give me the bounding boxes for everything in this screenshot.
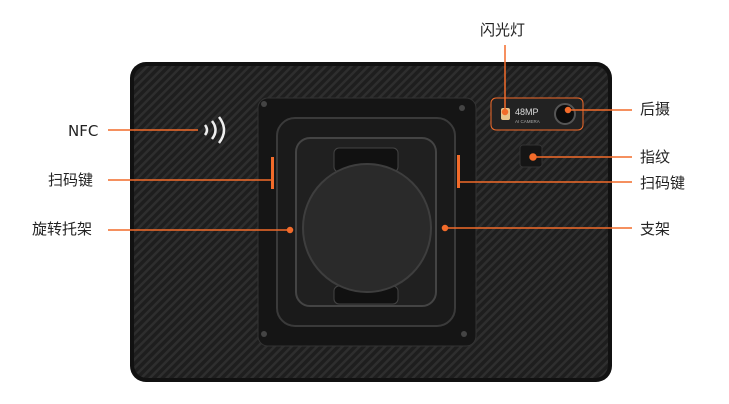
label-nfc: NFC: [68, 122, 99, 140]
screw-icon: [461, 331, 467, 337]
label-rear-camera: 后摄: [640, 100, 671, 118]
callout-lines: [108, 45, 632, 234]
screw-icon: [261, 331, 267, 337]
label-flash: 闪光灯: [480, 21, 526, 39]
label-fingerprint: 指纹: [640, 148, 671, 166]
screw-icon: [459, 105, 465, 111]
label-scan-key-right: 扫码键: [640, 174, 686, 192]
camera-sub: AI CAMERA: [515, 119, 540, 124]
label-scan-key-left: 扫码键: [48, 171, 94, 189]
screw-icon: [261, 101, 267, 107]
camera-mp: 48MP: [515, 107, 539, 117]
stand-disc: [302, 163, 432, 293]
nfc-icon: [203, 116, 226, 144]
rear-camera-lens: [554, 103, 576, 125]
label-rotating-bracket: 旋转托架: [32, 220, 93, 238]
label-stand: 支架: [640, 220, 671, 238]
